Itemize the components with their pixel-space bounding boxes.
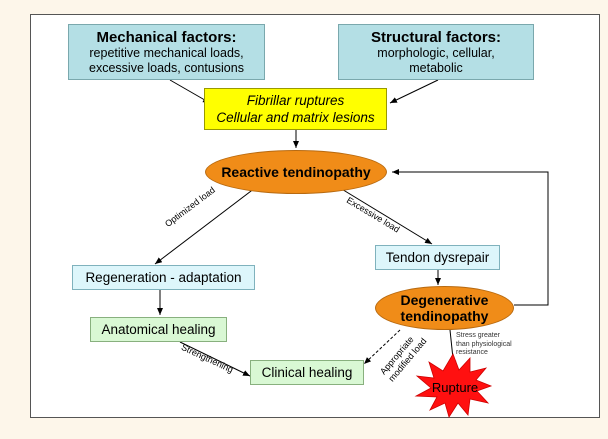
regeneration-adaptation-box: Regeneration - adaptation bbox=[72, 265, 255, 290]
rupture-label: Rupture bbox=[431, 380, 479, 395]
anatomical-healing-box: Anatomical healing bbox=[90, 317, 227, 342]
structural-factors-title: Structural factors: bbox=[370, 28, 502, 46]
degenerative-tendinopathy-ellipse: Degenerative tendinopathy bbox=[375, 286, 514, 330]
reactive-tendinopathy-ellipse: Reactive tendinopathy bbox=[205, 150, 387, 194]
mechanical-factors-title: Mechanical factors: bbox=[96, 28, 237, 46]
tendon-dysrepair-label: Tendon dysrepair bbox=[385, 250, 490, 265]
stress-line3: resistance bbox=[456, 349, 488, 356]
mechanical-factors-line1: repetitive mechanical loads, bbox=[89, 45, 244, 60]
reactive-tendinopathy-label: Reactive tendinopathy bbox=[221, 164, 371, 180]
fibrillar-ruptures-line2: Cellular and matrix lesions bbox=[216, 110, 375, 125]
clinical-healing-box: Clinical healing bbox=[250, 360, 364, 385]
structural-factors-line1: morphologic, cellular, bbox=[377, 45, 495, 60]
mechanical-factors-line2: excessive loads, contusions bbox=[89, 60, 244, 75]
fibrillar-ruptures-line1: Fibrillar ruptures bbox=[246, 93, 345, 108]
stress-line2: than physiological bbox=[456, 340, 512, 348]
clinical-healing-label: Clinical healing bbox=[261, 365, 353, 380]
anatomical-healing-label: Anatomical healing bbox=[101, 322, 216, 337]
degenerative-tendinopathy-line2: tendinopathy bbox=[400, 308, 489, 324]
stress-note: Stress greater than physiological resist… bbox=[456, 332, 512, 358]
tendon-dysrepair-box: Tendon dysrepair bbox=[375, 245, 500, 270]
mechanical-factors-box: Mechanical factors: repetitive mechanica… bbox=[68, 24, 265, 80]
fibrillar-ruptures-box: Fibrillar ruptures Cellular and matrix l… bbox=[204, 88, 387, 130]
regeneration-adaptation-label: Regeneration - adaptation bbox=[85, 270, 242, 285]
structural-factors-line2: metabolic bbox=[409, 60, 463, 75]
degenerative-tendinopathy-line1: Degenerative bbox=[400, 292, 489, 308]
stress-line1: Stress greater bbox=[456, 332, 500, 339]
structural-factors-box: Structural factors: morphologic, cellula… bbox=[338, 24, 534, 80]
